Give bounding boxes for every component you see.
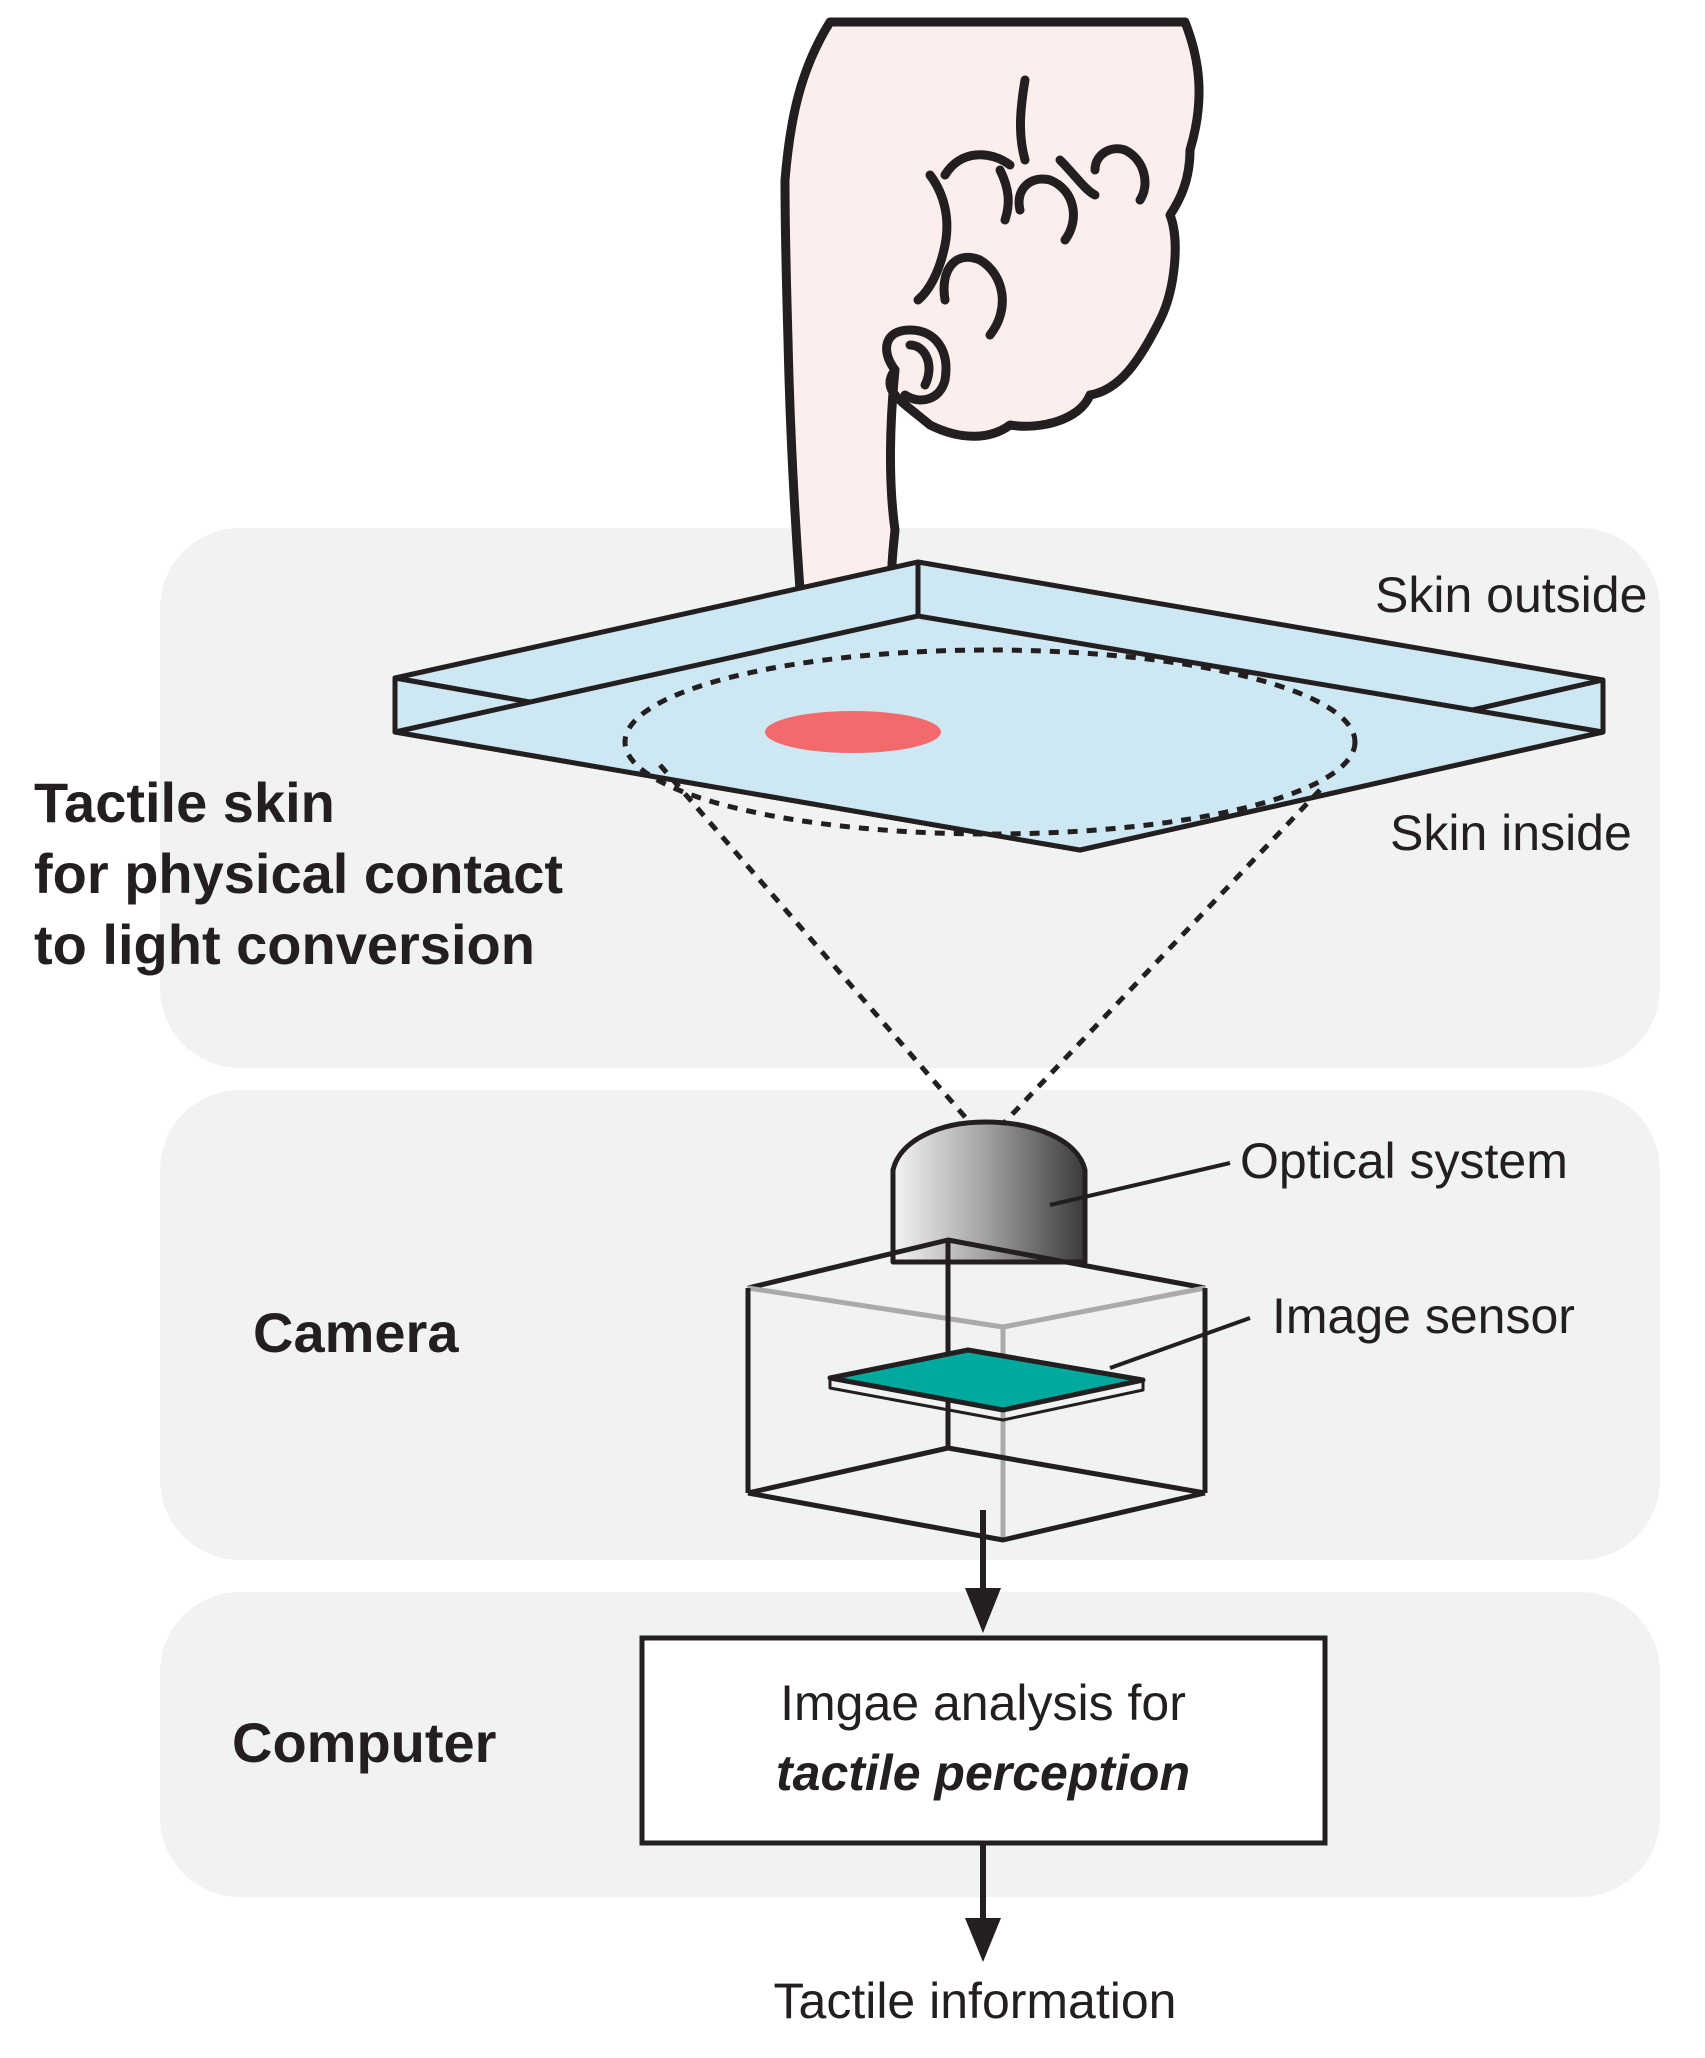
field-of-view-ellipse <box>622 647 1358 837</box>
computer-section-title: Computer <box>232 1711 496 1774</box>
camera-field-of-view <box>622 647 1358 1127</box>
image-sensor-label: Image sensor <box>1272 1288 1575 1344</box>
skin-inside-label: Skin inside <box>1390 805 1632 861</box>
analysis-box-line1: Imgae analysis for <box>780 1675 1186 1731</box>
optical-system-label: Optical system <box>1240 1133 1568 1189</box>
skin-section-title-line1: Tactile skin <box>34 771 335 834</box>
optical-system-lens <box>890 1119 1088 1265</box>
hand-illustration <box>780 17 1204 595</box>
image-analysis-box <box>639 1635 1328 1846</box>
skin-section-title-line3: to light conversion <box>34 913 535 976</box>
flow-arrows <box>965 1510 1001 1962</box>
analysis-box-line2: tactile perception <box>776 1745 1190 1801</box>
camera-section-panel <box>160 1090 1660 1560</box>
leader-lines <box>1049 1161 1251 1370</box>
skin-outside-label: Skin outside <box>1375 567 1647 623</box>
skin-section-title-line2: for physical contact <box>34 842 563 905</box>
output-label: Tactile information <box>774 1973 1177 2029</box>
camera-section-title: Camera <box>253 1301 459 1364</box>
contact-spot <box>765 711 941 753</box>
camera-illustration <box>745 1119 1208 1543</box>
